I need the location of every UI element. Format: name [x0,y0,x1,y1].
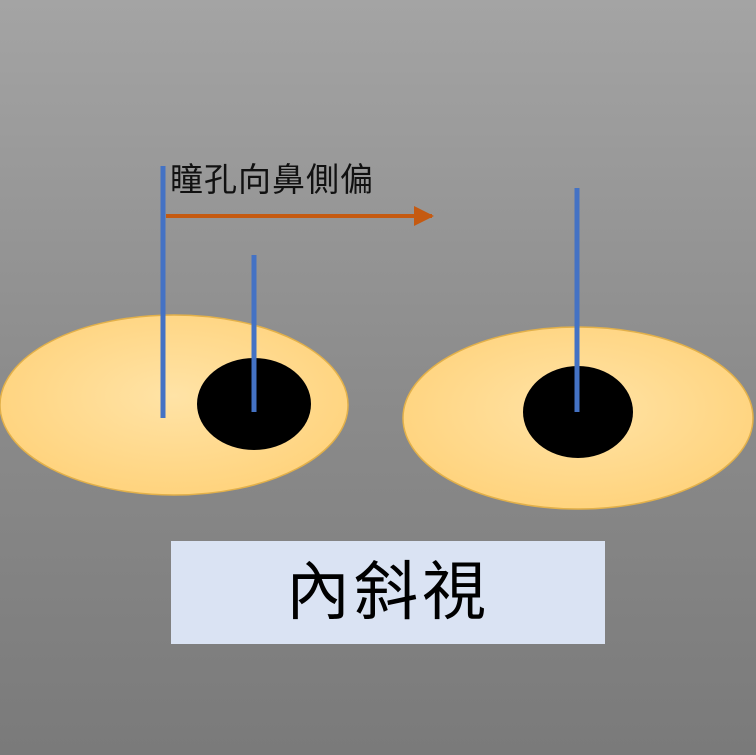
diagram-title: 內斜視 [286,555,490,630]
left-eye [0,166,349,496]
deviation-label: 瞳孔向鼻側偏 [170,160,374,199]
title-box: 內斜視 [171,541,605,644]
right-eye [402,188,754,510]
